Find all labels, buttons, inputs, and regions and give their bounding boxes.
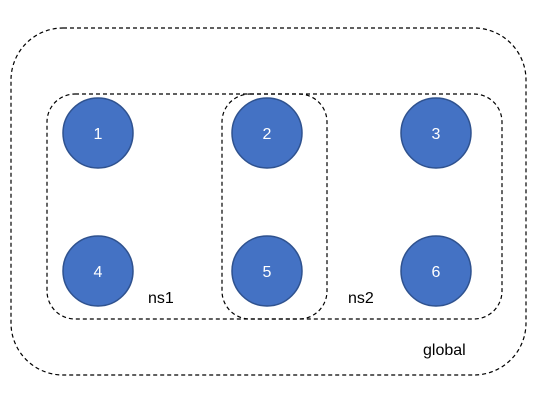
center-column-boundary: [221, 93, 328, 320]
node-5-label: 5: [263, 264, 272, 281]
node-4: 4: [62, 235, 134, 307]
node-5: 5: [231, 235, 303, 307]
node-3-label: 3: [432, 126, 441, 143]
ns1-label: ns1: [148, 290, 174, 307]
node-1: 1: [62, 97, 134, 169]
node-2-label: 2: [263, 126, 272, 143]
node-4-circle: [62, 235, 134, 307]
node-6-circle: [400, 235, 472, 307]
node-5-circle: [231, 235, 303, 307]
node-6: 6: [400, 235, 472, 307]
node-6-label: 6: [432, 264, 441, 281]
node-4-label: 4: [94, 264, 103, 281]
ns2-label: ns2: [348, 290, 374, 307]
node-2-circle: [231, 97, 303, 169]
node-3-circle: [400, 97, 472, 169]
node-3: 3: [400, 97, 472, 169]
node-1-circle: [62, 97, 134, 169]
node-2: 2: [231, 97, 303, 169]
global-label: global: [423, 342, 466, 359]
global-boundary: [10, 27, 527, 376]
node-1-label: 1: [94, 126, 103, 143]
